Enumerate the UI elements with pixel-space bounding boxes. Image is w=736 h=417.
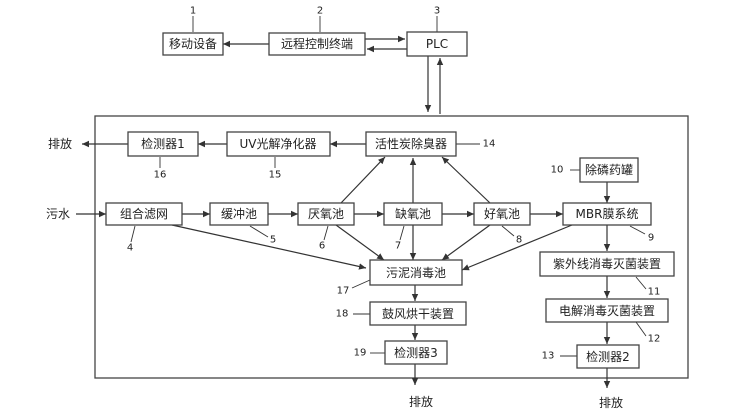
reference-numerals: 1 2 3 4 5 6 7 8 9 10 11 12 13 14 15 16 1… — [127, 6, 661, 362]
buffer-tank-label: 缓冲池 — [221, 206, 257, 221]
phosphorus-tank-label: 除磷药罐 — [585, 162, 633, 177]
mobile-device-box: 移动设备 — [162, 32, 224, 56]
sludge-disinfection-label: 污泥消毒池 — [386, 266, 446, 280]
leader-lines — [130, 16, 647, 357]
sludge-disinfection-box: 污泥消毒池 — [369, 259, 463, 286]
anoxic-tank-label: 缺氧池 — [395, 206, 431, 221]
mobile-device-label: 移动设备 — [169, 37, 217, 51]
ref-16: 16 — [154, 170, 167, 181]
mbr-system-label: MBR膜系统 — [576, 207, 639, 221]
outlet-bottom-2-label: 排放 — [599, 395, 623, 410]
uv-sterilizer-label: 紫外线消毒灭菌装置 — [553, 257, 661, 271]
outlet-bottom-1-label: 排放 — [409, 394, 433, 409]
ref-9: 9 — [648, 233, 654, 244]
ref-5: 5 — [270, 235, 276, 246]
detector1-box: 检测器1 — [127, 131, 199, 157]
arrow-aerobic-to-carbon — [441, 156, 491, 204]
plc-label: PLC — [426, 37, 448, 51]
ref-10: 10 — [551, 165, 564, 176]
detector3-box: 检测器3 — [384, 340, 448, 365]
ref-13: 13 — [542, 351, 555, 362]
ref-7: 7 — [395, 241, 401, 252]
blower-dryer-box: 鼓风烘干装置 — [369, 301, 467, 326]
buffer-tank-box: 缓冲池 — [209, 202, 269, 226]
electrolysis-sterilizer-box: 电解消毒灭菌装置 — [545, 298, 669, 323]
ref-12: 12 — [648, 334, 661, 345]
filter-box: 组合滤网 — [105, 202, 183, 226]
detector2-box: 检测器2 — [576, 344, 640, 369]
anoxic-tank-box: 缺氧池 — [383, 202, 443, 226]
uv-purifier-box: UV光解净化器 — [226, 131, 331, 157]
arrow-aerobic-to-sludge — [441, 224, 491, 261]
uv-sterilizer-box: 紫外线消毒灭菌装置 — [539, 251, 675, 277]
electrolysis-sterilizer-label: 电解消毒灭菌装置 — [559, 304, 655, 318]
ref-19: 19 — [354, 348, 367, 359]
ref-3: 3 — [434, 6, 440, 17]
anaerobic-tank-box: 厌氧池 — [297, 202, 355, 226]
carbon-deodorizer-box: 活性炭除臭器 — [365, 131, 457, 157]
detector3-label: 检测器3 — [394, 345, 438, 360]
inlet-label: 污水 — [46, 207, 70, 221]
ref-17: 17 — [337, 286, 350, 297]
ref-14: 14 — [483, 139, 496, 150]
connections — [76, 35, 611, 388]
aerobic-tank-label: 好氧池 — [484, 207, 520, 221]
mbr-system-box: MBR膜系统 — [562, 202, 652, 226]
ref-2: 2 — [317, 6, 323, 17]
ref-15: 15 — [269, 170, 282, 181]
phosphorus-tank-box: 除磷药罐 — [579, 157, 639, 183]
remote-terminal-label: 远程控制终端 — [281, 36, 353, 51]
detector2-label: 检测器2 — [586, 349, 630, 364]
ref-11: 11 — [648, 287, 661, 298]
ref-6: 6 — [319, 241, 325, 252]
ref-1: 1 — [190, 6, 196, 17]
aerobic-tank-box: 好氧池 — [473, 202, 531, 226]
arrow-anaerobic-to-sludge — [335, 224, 385, 261]
filter-label: 组合滤网 — [120, 206, 168, 221]
arrow-anaerobic-to-carbon — [340, 156, 386, 204]
ref-18: 18 — [336, 309, 349, 320]
outlet-left-label: 排放 — [48, 136, 72, 151]
plc-box: PLC — [406, 31, 468, 57]
arrow-mbr-to-sludge — [461, 224, 573, 271]
detector1-label: 检测器1 — [141, 136, 185, 151]
system-frame — [94, 115, 689, 379]
blower-dryer-label: 鼓风烘干装置 — [382, 307, 454, 321]
carbon-deodorizer-label: 活性炭除臭器 — [375, 136, 447, 151]
remote-terminal-box: 远程控制终端 — [268, 32, 366, 56]
ref-4: 4 — [127, 243, 133, 254]
arrow-filter-to-sludge — [171, 224, 367, 270]
anaerobic-tank-label: 厌氧池 — [308, 207, 344, 221]
uv-purifier-label: UV光解净化器 — [240, 137, 317, 151]
ref-8: 8 — [516, 235, 522, 246]
